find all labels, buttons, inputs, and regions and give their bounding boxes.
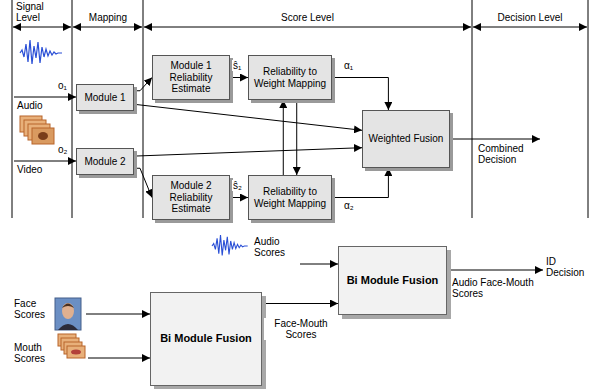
video-face [38,132,48,140]
node-text: Bi Module Fusion [347,274,439,287]
face-backdrop [55,298,81,330]
face-head [62,303,74,319]
mouth-frame [67,346,85,358]
node-text: Module 1 [84,92,125,104]
span-arrow [73,27,142,28]
edge-label: Face-Mouth Scores [264,318,338,340]
node-text-wrap: Module 2 Reliability Estimate [153,177,229,218]
node-text: Module 2 [84,156,125,168]
estimate-box: Module 1 Reliability Estimate [152,55,230,100]
node-text: Weighted Fusion [369,133,444,145]
level-label: Score Level [145,12,470,23]
audio-input-arrow [14,97,76,98]
face-shoulders [58,324,78,330]
connector-arrow [134,148,362,156]
connector-arrow [283,100,284,175]
weight-symbol: α₂ [343,200,355,211]
audio-waveform [212,235,248,255]
mouth-scores-arrow [88,358,150,359]
output-label: ID Decision [546,256,588,278]
weight-symbol: α₁ [343,60,354,71]
connector-arrow [134,78,152,91]
node-text-wrap: Bi Module Fusion [344,271,442,290]
node-text: Bi Module Fusion [160,332,252,345]
face-scores-arrow [86,314,150,315]
connector-arrow [134,168,152,197]
estimate-box: Module 2 Reliability Estimate [152,175,230,220]
divider-line [72,0,73,218]
node-text-wrap: Reliability to Weight Mapping [249,183,331,212]
level-label: Mapping [74,12,142,23]
connector-arrow [230,77,248,78]
mapping-box: Reliability to Weight Mapping [248,55,332,100]
video-frames [20,116,54,144]
node-text-wrap: Weighted Fusion [366,130,447,148]
mouth-lips [71,350,81,355]
video-frame [32,128,54,144]
signal-symbol: o₂ [58,144,72,155]
span-arrow [473,27,587,28]
node-text: Module 1 Reliability Estimate [156,60,226,95]
node-text-wrap: Reliability to Weight Mapping [249,63,331,92]
connector-arrow [332,78,388,111]
connector-arrow [230,197,248,198]
signal-symbol: o₁ [58,80,72,91]
level-label: Signal Level [16,1,68,23]
divider-line [472,0,473,218]
node-text: Reliability to Weight Mapping [252,66,328,89]
fusion-box: Weighted Fusion [362,110,450,168]
score-symbol: ŝ₂ [232,180,243,191]
module-box: Module 1 [76,84,134,111]
mapping-box: Reliability to Weight Mapping [248,175,332,220]
fusion-box: Bi Module Fusion [150,292,262,386]
span-arrow [13,27,71,28]
node-text-wrap: Module 1 Reliability Estimate [153,57,229,98]
divider-line [12,0,13,218]
connector-arrow [332,168,388,198]
module-box: Module 2 [76,148,134,175]
input-label: Audio [17,100,57,111]
mouth-frames [58,334,85,358]
input-label: Audio Scores [254,236,296,258]
node-text: Module 2 Reliability Estimate [156,180,226,215]
level-span-arrows [13,27,587,28]
output-label: Audio Face-Mouth Scores [452,277,544,299]
id-output-arrow [447,270,543,271]
connector-arrow [134,104,362,130]
audio-scores-arrow [300,264,338,265]
divider-line [588,0,589,218]
level-label: Decision Level [474,12,586,23]
divider-line [143,0,144,218]
score-symbol: ŝ₁ [232,60,242,71]
output-label: Combined Decision [478,143,540,165]
audio-icon [212,235,248,255]
connector-arrow [296,100,297,175]
face-hair [62,304,74,309]
decision-output-arrow [450,139,540,140]
node-text-wrap: Module 2 [81,153,128,171]
input-label: Face Scores [14,298,54,320]
fusion-box: Bi Module Fusion [338,246,447,315]
video-input-arrow [14,161,76,162]
span-arrow [144,27,471,28]
node-text-wrap: Bi Module Fusion [157,329,255,348]
input-label: Video [17,164,57,175]
node-text-wrap: Module 1 [81,89,128,107]
face-icon [55,298,81,330]
audio-waveform [20,40,62,64]
connector-arrow [262,303,338,304]
node-text: Reliability to Weight Mapping [252,186,328,209]
input-label: Mouth Scores [14,342,54,364]
